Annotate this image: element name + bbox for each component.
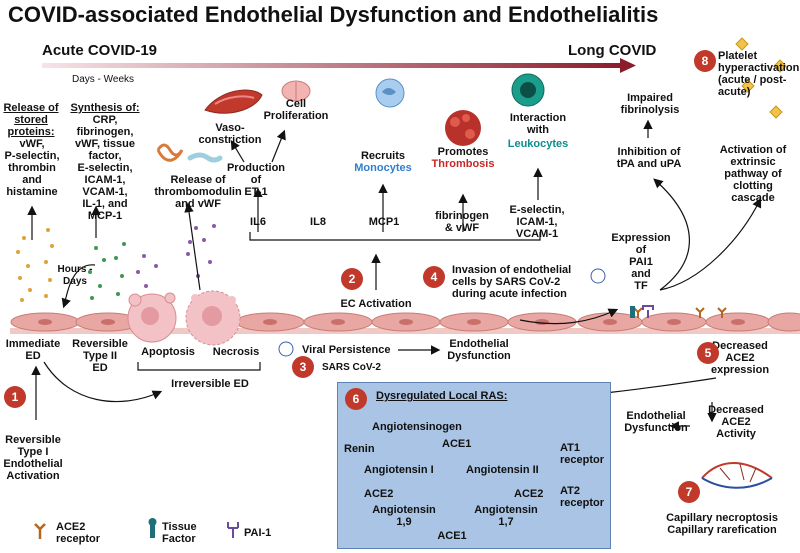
membrane-receptors — [630, 305, 727, 318]
synthesis-dots — [88, 242, 126, 300]
release-heading: Release of stored proteins: — [3, 102, 59, 138]
invasion-label: Invasion of endothelial cells by SARS Co… — [452, 264, 572, 300]
apoptosis-label: Apoptosis — [141, 346, 195, 358]
production-et1-label: Production of ET-1 — [226, 162, 286, 198]
ras-box — [337, 382, 611, 549]
vwf-icon — [187, 152, 223, 163]
tissue-factor-legend-icon — [148, 518, 157, 538]
platelet-hyperactivation-label: Platelet hyperactivation (acute / post- … — [718, 50, 800, 98]
badge-8: 8 — [694, 50, 716, 72]
timeline-arrow — [42, 58, 636, 73]
badge-6: 6 — [345, 388, 367, 410]
thrombomodulin-label: Release of thrombomodulin and vWF — [154, 174, 242, 210]
at1-receptor-label: AT1 receptor — [560, 442, 605, 466]
virus-icon — [278, 268, 606, 357]
capillary-icon — [701, 462, 773, 489]
capillary-label: Capillary necroptosis Capillary rarefica… — [666, 512, 778, 536]
thrombomodulin-dots — [136, 224, 216, 288]
fibrinogen-vwf-label: fibrinogen & vWF — [435, 210, 489, 234]
angiotensinogen-label: Angiotensinogen — [372, 421, 462, 433]
il6-label: IL6 — [250, 216, 266, 228]
endothelial-dysfunction-right-label: Endothelial Dysfunction — [624, 410, 688, 434]
renin-label: Renin — [344, 443, 375, 455]
hours-days-label: Hours - Days — [57, 264, 93, 287]
recruits-label: Recruits — [360, 150, 406, 162]
il8-label: IL8 — [310, 216, 326, 228]
synthesis-items: CRP, fibrinogen, vWF, tissue factor, E-s… — [75, 114, 135, 222]
irreversible-ed-label: Irreversible ED — [171, 378, 249, 390]
apoptosis-cell-icon — [127, 292, 177, 343]
decreased-ace2-expression-label: Decreased ACE2 expression — [710, 340, 770, 376]
legend-tissue-factor-label: Tissue Factor — [162, 521, 197, 545]
inhibition-label: Inhibition of tPA and uPA — [616, 146, 682, 170]
thrombosis-icon — [445, 110, 481, 146]
immediate-ed-label: Immediate ED — [5, 338, 61, 362]
activation-extrinsic-label: Activation of extrinsic pathway of clott… — [719, 144, 787, 204]
at2-receptor-label: AT2 receptor — [560, 485, 605, 509]
angiotensin19-label: Angiotensin 1,9 — [372, 504, 436, 528]
ras-heading: Dysregulated Local RAS: — [376, 390, 508, 402]
decreased-ace2-activity-label: Decreased ACE2 Activity — [708, 404, 764, 440]
interaction-label: Interaction with — [509, 112, 567, 136]
angiotensin17-label: Angiotensin 1,7 — [474, 504, 538, 528]
viral-persistence-label: Viral Persistence — [302, 344, 391, 356]
ace2-receptor-legend-icon — [34, 523, 46, 539]
angiotensin2-label: Angiotensin II — [466, 464, 539, 476]
cell-proliferation-icon — [281, 80, 311, 102]
leukocyte-icon — [511, 73, 545, 107]
sars-cov2-label: SARS CoV-2 — [322, 362, 381, 373]
cytokine-bracket — [249, 232, 541, 241]
expression-pai1-tf-label: Expression of PAI1 and TF — [611, 232, 671, 292]
vasoconstriction-icon — [204, 89, 263, 114]
ace1-top-label: ACE1 — [442, 438, 472, 450]
thrombosis-label: Thrombosis — [431, 158, 495, 170]
timeline-sub-label: Days - Weeks — [72, 74, 135, 85]
timeline-end-label: Long COVID — [568, 42, 657, 59]
endothelial-layer — [10, 312, 800, 334]
badge-4: 4 — [423, 266, 445, 288]
reversible-type1-label: Reversible Type I Endothelial Activation — [3, 434, 63, 482]
badge-3: 3 — [292, 356, 314, 378]
mcp1-label: MCP1 — [368, 216, 400, 228]
badge-5: 5 — [697, 342, 719, 364]
timeline-start-label: Acute COVID-19 — [42, 42, 158, 59]
badge-7: 7 — [678, 481, 700, 503]
ace1-bottom-label: ACE1 — [437, 530, 467, 542]
platelet-icons — [735, 37, 787, 119]
synthesis-heading: Synthesis of: — [70, 102, 140, 114]
ec-activation-label: EC Activation — [340, 298, 412, 310]
necrosis-cell-icon — [185, 290, 241, 346]
promotes-label: Promotes — [437, 146, 489, 158]
cell-proliferation-label: Cell Proliferation — [263, 98, 329, 122]
release-items: vWF, P-selectin, thrombin and histamine — [4, 138, 60, 198]
necrosis-label: Necrosis — [212, 346, 260, 358]
vasoconstriction-label: Vaso- constriction — [198, 122, 262, 146]
angiotensin1-label: Angiotensin I — [364, 464, 434, 476]
endothelial-dysfunction-middle-label: Endothelial Dysfunction — [447, 338, 511, 362]
legend-pai1-label: PAI-1 — [244, 527, 272, 539]
leukocytes-label: Leukocytes — [507, 138, 569, 150]
monocyte-icon — [375, 78, 405, 108]
badge-2: 2 — [341, 268, 363, 290]
monocytes-label: Monocytes — [354, 162, 412, 174]
thrombomodulin-icon — [156, 143, 184, 162]
pai1-legend-icon — [227, 522, 239, 538]
ace2-left-label: ACE2 — [364, 488, 394, 500]
ace2-right-label: ACE2 — [514, 488, 544, 500]
eselectin-label: E-selectin, ICAM-1, VCAM-1 — [509, 204, 565, 240]
legend-ace2-label: ACE2 receptor — [56, 521, 101, 545]
impaired-fibrinolysis-label: Impaired fibrinolysis — [620, 92, 680, 116]
reversible-type2-label: Reversible Type II ED — [72, 338, 128, 374]
release-dots — [16, 228, 54, 302]
irreversible-bracket — [137, 362, 261, 371]
page-title: COVID-associated Endothelial Dysfunction… — [8, 2, 659, 27]
badge-1-left: 1 — [4, 386, 26, 408]
